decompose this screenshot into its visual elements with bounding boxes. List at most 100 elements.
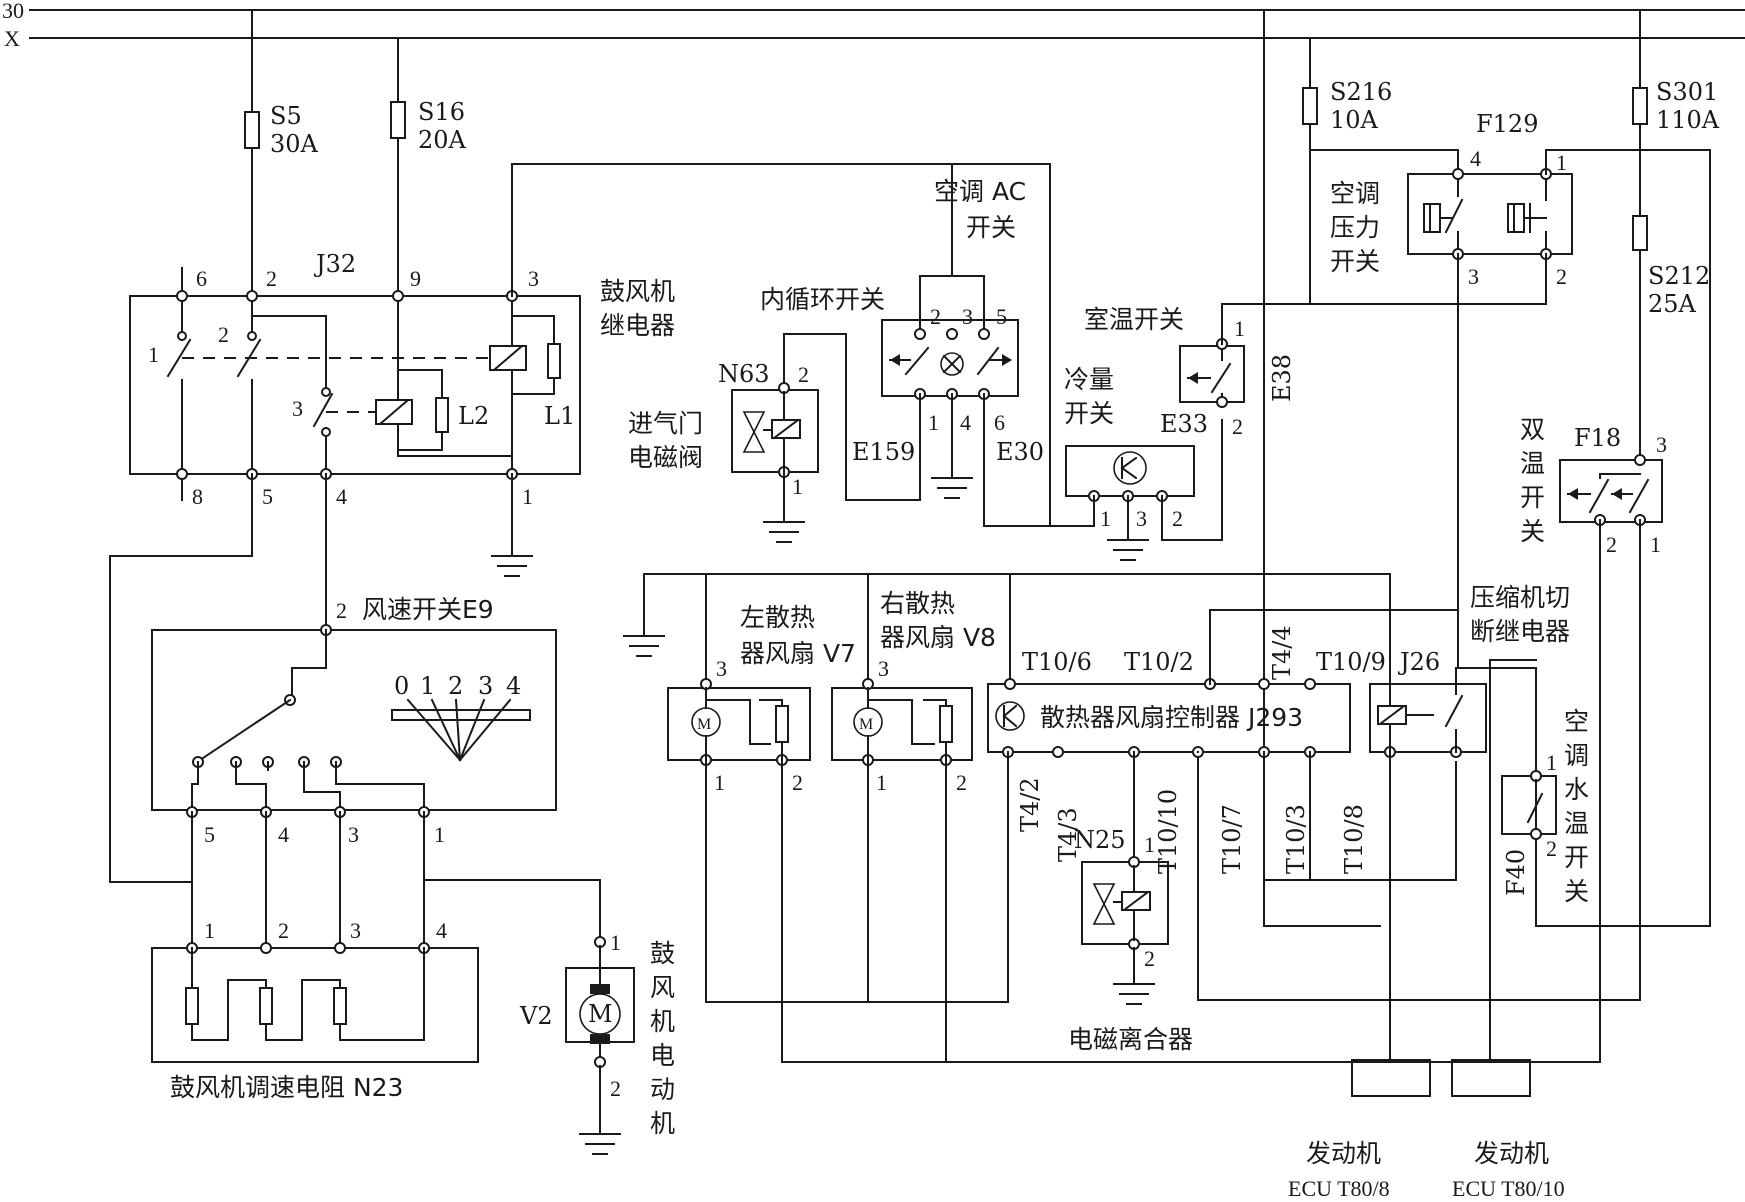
bus-30-label: 30	[2, 0, 24, 23]
blower-relay-j32: 6 2 9 3 8 5 4 1 1 2 3 L1 L2 J32 鼓风机 继电器	[129, 250, 675, 577]
f129-pin-2: 2	[1556, 264, 1567, 289]
fuse-s216-label: S216	[1330, 78, 1392, 106]
fuse-s212-amp: 25A	[1648, 290, 1697, 318]
v8-pin-3: 3	[878, 656, 889, 681]
n25-pin-1: 1	[1144, 832, 1155, 857]
f18-name-3: 开	[1520, 483, 1545, 512]
ecu-b-name-2: ECU T80/10	[1452, 1176, 1565, 1201]
fuse-s16-label: S16	[418, 98, 465, 126]
blower-motor-v2: M 1 2 V2 鼓 风 机 电 动 机	[423, 879, 675, 1155]
f18-pin-3: 3	[1656, 432, 1667, 457]
f129-name-1: 空调	[1330, 179, 1380, 208]
wire-fan-l1	[705, 759, 1009, 1003]
e33-pin-2: 2	[1232, 414, 1243, 439]
room-temp-switch-e33: 1 2 E33 室温开关	[1084, 263, 1547, 439]
j293-pin-t4-2: T4/2	[1016, 777, 1044, 832]
wire-fan-top	[643, 573, 1391, 617]
j32-pin-8: 8	[192, 484, 203, 509]
n23-name: 鼓风机调速电阻 N23	[170, 1073, 403, 1102]
j32-name-1: 鼓风机	[600, 277, 675, 306]
j293-name: 散热器风扇控制器 J293	[1040, 703, 1303, 732]
compressor-relay-j26: J26 压缩机切 断继电器	[1369, 583, 1570, 1061]
wire-fan-l2	[781, 759, 1601, 1063]
j32-pin-9: 9	[410, 266, 421, 291]
e9-pos-3: 3	[478, 672, 493, 700]
cooling-name-1: 冷量	[1064, 365, 1114, 394]
recirc-pin-4: 4	[960, 410, 971, 435]
j32-name-2: 继电器	[600, 311, 675, 340]
j32-pin-3: 3	[528, 266, 539, 291]
f129-pin-4: 4	[1470, 146, 1481, 171]
f40-name-2: 调	[1564, 741, 1589, 770]
n25-id: N25	[1074, 826, 1126, 854]
j32-id: J32	[313, 250, 356, 278]
v8-symbol: M	[859, 716, 873, 733]
e9-pos-1: 1	[420, 672, 435, 700]
v8-name-1: 右散热	[880, 589, 955, 618]
v7-pin-2: 2	[792, 770, 803, 795]
wire-t10-3	[1263, 751, 1457, 881]
engine-ecu: 发动机 ECU T80/8 发动机 ECU T80/10	[1288, 659, 1565, 1201]
j293-pin-t4-4: T4/4	[1268, 625, 1296, 680]
ac-switch-name-1: 空调 AC	[934, 177, 1026, 206]
recirc-pin-2: 2	[930, 304, 941, 329]
n25-name: 电磁离合器	[1068, 1025, 1193, 1054]
wire-t10-2	[1209, 609, 1459, 685]
j32-coil-l2: L2	[458, 402, 489, 430]
ac-switch-name-2: 开关	[966, 213, 1016, 242]
v7-pin-3: 3	[716, 656, 727, 681]
e9-pos-2: 2	[448, 672, 463, 700]
fuse-s301-label: S301	[1656, 78, 1718, 106]
intake-valve-n63: 2 1 N63 进气门 电磁阀	[628, 360, 819, 543]
v2-name-3: 机	[650, 1007, 675, 1036]
f40-name-6: 关	[1564, 877, 1589, 906]
e9-out-4: 4	[278, 822, 289, 847]
n23-pin-4: 4	[436, 918, 447, 943]
recirc-switch-name: 内循环开关	[760, 285, 885, 314]
wire-j32-5	[109, 473, 253, 883]
f40-pin-1: 1	[1546, 750, 1557, 775]
f40-name-1: 空	[1564, 707, 1589, 736]
cooling-pin-3: 3	[1136, 506, 1147, 531]
fuse-s216-amp: 10A	[1330, 106, 1379, 134]
recirc-pin-3: 3	[962, 304, 973, 329]
wire-ac-feed	[511, 163, 1051, 527]
f18-pin-2: 2	[1606, 532, 1617, 557]
j293-pin-t10-8: T10/8	[1340, 804, 1368, 874]
recirc-switch-id: E159	[852, 438, 915, 466]
recirc-pin-5: 5	[996, 304, 1007, 329]
f18-pin-1: 1	[1650, 532, 1661, 557]
n23-pin-3: 3	[350, 918, 361, 943]
n63-name-2: 电磁阀	[628, 443, 703, 472]
v7-pin-1: 1	[714, 770, 725, 795]
j26-name-2: 断继电器	[1470, 617, 1570, 646]
room-temp-name: 室温开关	[1084, 305, 1184, 334]
v2-name-1: 鼓	[650, 939, 675, 968]
v8-name-2: 器风扇 V8	[880, 623, 996, 652]
fuse-s5-amp: 30A	[270, 130, 319, 158]
recirc-switch-id2: E30	[996, 438, 1044, 466]
n63-name-1: 进气门	[628, 409, 703, 438]
v2-pin-2: 2	[610, 1076, 621, 1101]
j32-pin-6: 6	[196, 266, 207, 291]
fuse-s5-label: S5	[270, 102, 302, 130]
j293-pin-t10-7: T10/7	[1218, 804, 1246, 874]
f18-name-2: 温	[1520, 449, 1545, 478]
n63-pin-2: 2	[798, 362, 809, 387]
j32-pin-2: 2	[266, 266, 277, 291]
j293-pin-t10-10: T10/10	[1154, 789, 1182, 874]
coolant-switch-f40: 1 2 F40 空 调 水 温 开 关	[1501, 707, 1589, 906]
f129-name-2: 压力	[1330, 213, 1380, 242]
v2-pin-1: 1	[610, 930, 621, 955]
cooling-name-2: 开关	[1064, 399, 1114, 428]
j26-name-1: 压缩机切	[1470, 583, 1570, 612]
fan-controller-j293: 散热器风扇控制器 J293 T10/6 T10/2 T4/4 T10/9 T4/…	[987, 625, 1386, 874]
e9-pin-2: 2	[336, 598, 347, 623]
fuse-s216: S216 10A	[1302, 37, 1392, 151]
recirc-pin-6: 6	[994, 410, 1005, 435]
v8-pin-1: 1	[876, 770, 887, 795]
v2-name-4: 电	[650, 1041, 675, 1070]
ecu-b-name-1: 发动机	[1474, 1139, 1549, 1168]
recirc-switch-e159: 2 3 5 1 4 6 内循环开关 E159 E30 空调 AC 开关	[760, 177, 1095, 527]
fuse-s212: S212 25A	[1632, 215, 1710, 461]
